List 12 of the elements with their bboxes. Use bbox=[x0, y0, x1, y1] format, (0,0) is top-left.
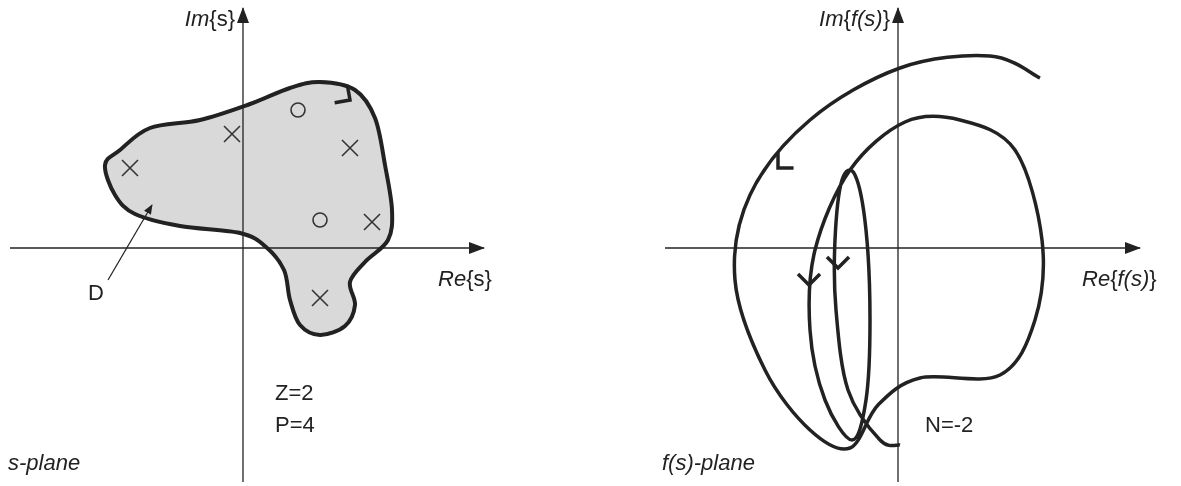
plane-label: f(s)-plane bbox=[662, 452, 755, 474]
axis-label: Re{f(s)} bbox=[1082, 268, 1157, 290]
axis-label: Re{s} bbox=[438, 268, 492, 290]
plane-label: s-plane bbox=[8, 452, 81, 474]
axis-label: Im{f(s)} bbox=[819, 8, 890, 30]
axis-label: Im{s} bbox=[184, 8, 235, 30]
value-text: Z=2 bbox=[275, 382, 314, 404]
contour-region bbox=[102, 80, 395, 337]
region-label: D bbox=[88, 282, 104, 304]
value-text: N=-2 bbox=[925, 414, 974, 436]
value-text: P=4 bbox=[275, 414, 315, 436]
leader-line bbox=[107, 204, 153, 281]
